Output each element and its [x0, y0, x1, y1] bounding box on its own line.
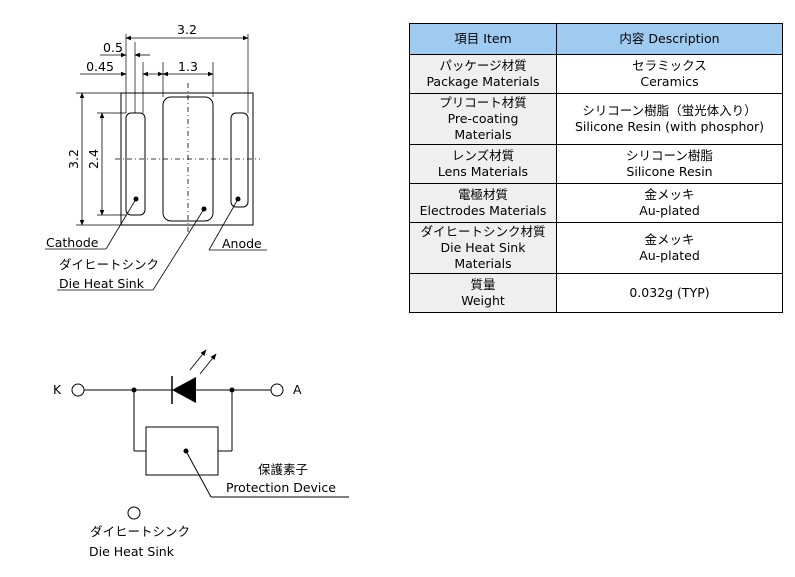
item-en: Die Heat Sink	[440, 240, 526, 255]
circuit-schematic	[71, 383, 349, 520]
description-cell: 0.032g (TYP)	[556, 273, 783, 313]
anode-label: Anode	[222, 236, 262, 251]
dim-0-45: 0.45	[86, 59, 114, 74]
item-jp: プリコート材質	[439, 95, 527, 110]
heat-sink-terminal	[127, 506, 141, 520]
desc-jp: セラミックス	[632, 58, 707, 73]
item-en: Package Materials	[426, 74, 540, 89]
item-en: Electrodes Materials	[419, 203, 547, 218]
table-row: 質量 Weight 0.032g (TYP)	[409, 273, 783, 313]
table-row: レンズ材質 Lens Materials シリコーン樹脂 Silicone Re…	[409, 144, 783, 184]
k-label: K	[53, 382, 62, 397]
header-item: 項目 Item	[409, 23, 557, 55]
dim-2-4: 2.4	[86, 149, 101, 169]
item-cell: 質量 Weight	[409, 273, 557, 313]
description-cell: シリコーン樹脂（蛍光体入り） Silicone Resin (with phos…	[556, 93, 783, 145]
junction-dots	[131, 387, 235, 454]
a-label: A	[293, 382, 302, 397]
table-row: 電極材質 Electrodes Materials 金メッキ Au-plated	[409, 183, 783, 223]
item-en-2: Materials	[454, 256, 512, 271]
a-terminal	[270, 383, 284, 397]
dimension-lines	[79, 35, 249, 226]
cathode-label: Cathode	[46, 235, 99, 250]
item-jp: 電極材質	[457, 187, 508, 202]
table-row: プリコート材質 Pre-coating Materials シリコーン樹脂（蛍光…	[409, 93, 783, 145]
protection-label-jp: 保護素子	[258, 462, 308, 477]
dim-3-2-width: 3.2	[177, 22, 197, 37]
item-jp: 質量	[470, 277, 496, 292]
item-jp: ダイヒートシンク材質	[420, 224, 546, 239]
item-cell: パッケージ材質 Package Materials	[409, 54, 557, 94]
table-header-row: 項目 Item 内容 Description	[409, 23, 783, 55]
leaders	[45, 198, 267, 291]
heat-sink2-label-en: Die Heat Sink	[89, 544, 175, 559]
desc-jp: 金メッキ	[644, 187, 695, 202]
item-en: Weight	[461, 293, 505, 308]
desc-en: Ceramics	[640, 74, 699, 89]
item-en-2: Materials	[454, 127, 512, 142]
description-cell: 金メッキ Au-plated	[556, 183, 783, 223]
item-jp: パッケージ材質	[439, 58, 527, 73]
item-en: Lens Materials	[437, 164, 529, 179]
desc-en: Silicone Resin (with phosphor)	[574, 119, 765, 134]
header-description: 内容 Description	[556, 23, 783, 55]
table-row: ダイヒートシンク材質 Die Heat Sink Materials 金メッキ …	[409, 222, 783, 274]
cathode-pad	[125, 112, 146, 216]
anode-pad	[230, 112, 249, 208]
desc-jp: 金メッキ	[644, 232, 695, 247]
heat-sink-label-en: Die Heat Sink	[59, 276, 145, 291]
materials-table: 項目 Item 内容 Description パッケージ材質 Package M…	[409, 23, 783, 313]
desc-en: 0.032g (TYP)	[629, 285, 710, 300]
desc-en: Au-plated	[639, 203, 700, 218]
table-row: パッケージ材質 Package Materials セラミックス Ceramic…	[409, 54, 783, 94]
pad-dots	[133, 196, 241, 212]
center-lines	[115, 83, 260, 234]
item-en: Pre-coating	[447, 111, 519, 126]
item-cell: プリコート材質 Pre-coating Materials	[409, 93, 557, 145]
dim-3-2-height: 3.2	[66, 149, 81, 169]
heat-sink2-label-jp: ダイヒートシンク	[90, 524, 190, 539]
description-cell: シリコーン樹脂 Silicone Resin	[556, 144, 783, 184]
desc-en: Silicone Resin	[626, 164, 713, 179]
protection-label-en: Protection Device	[226, 480, 336, 495]
desc-jp: シリコーン樹脂	[626, 148, 713, 163]
item-cell: 電極材質 Electrodes Materials	[409, 183, 557, 223]
item-cell: レンズ材質 Lens Materials	[409, 144, 557, 184]
k-terminal	[71, 383, 85, 397]
dim-1-3: 1.3	[178, 59, 198, 74]
item-cell: ダイヒートシンク材質 Die Heat Sink Materials	[409, 222, 557, 274]
item-jp: レンズ材質	[451, 148, 515, 163]
protection-device-box	[145, 426, 219, 476]
dim-0-5: 0.5	[103, 40, 123, 55]
desc-jp: シリコーン樹脂（蛍光体入り）	[582, 103, 757, 118]
extension-lines	[76, 34, 249, 226]
desc-en: Au-plated	[639, 248, 700, 263]
description-cell: 金メッキ Au-plated	[556, 222, 783, 274]
description-cell: セラミックス Ceramics	[556, 54, 783, 94]
led-diode-icon	[171, 349, 217, 404]
heat-sink-label-jp: ダイヒートシンク	[59, 257, 159, 272]
